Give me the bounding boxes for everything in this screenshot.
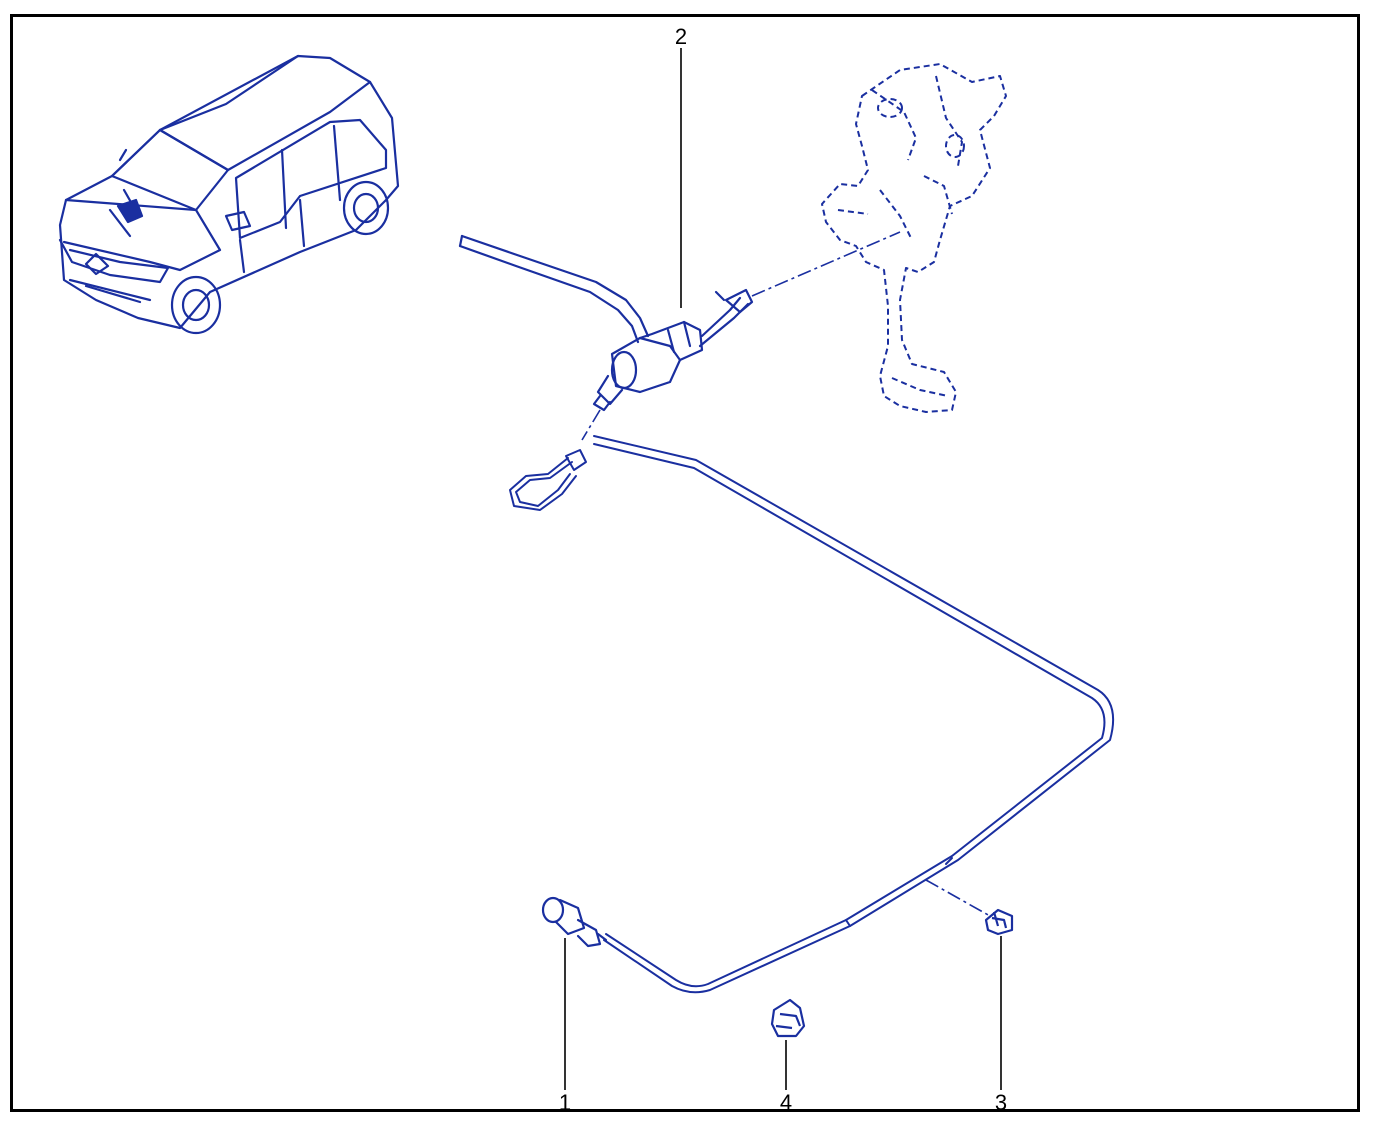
callout-label-1: 1 (559, 1090, 571, 1115)
connector-icon (541, 896, 608, 948)
leader-lines (564, 48, 1002, 1090)
pipe-icon (509, 435, 1114, 994)
pedal-icon (821, 63, 1007, 413)
callout-label-3: 3 (995, 1090, 1007, 1115)
cylinder-icon (458, 234, 754, 412)
callout-label-4: 4 (780, 1090, 792, 1115)
clip-icon (770, 998, 806, 1038)
diagram-frame (10, 14, 1360, 1112)
assembly-guide-lines (581, 231, 991, 917)
callout-label-2: 2 (675, 24, 687, 49)
car-icon (58, 54, 400, 335)
fastener-icon (984, 908, 1014, 936)
